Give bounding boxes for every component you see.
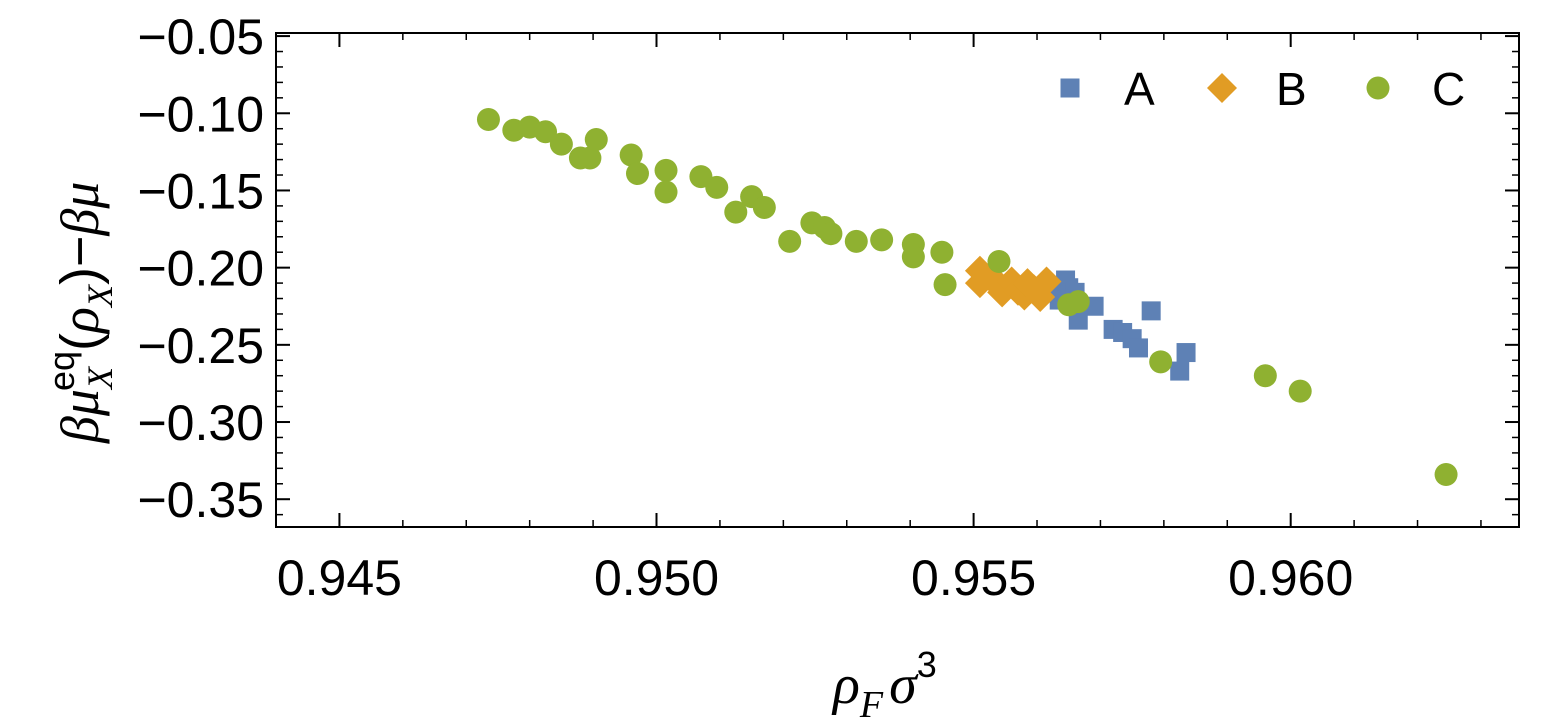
data-point-a xyxy=(1141,301,1161,321)
data-point-c xyxy=(1066,290,1090,314)
y-tick-label: −0.25 xyxy=(137,318,264,374)
tick-labels: 0.945 0.950 0.955 0.960 −0.05 −0.10 −0.15 −0.20… xyxy=(137,9,1353,606)
legend-label-c: C xyxy=(1432,63,1465,115)
legend-marker-c xyxy=(1366,76,1390,100)
legend-marker-b xyxy=(1207,73,1237,103)
data-point-c xyxy=(724,200,748,224)
data-point-c xyxy=(476,107,500,131)
y-tick-label: −0.20 xyxy=(137,241,264,297)
data-point-c xyxy=(654,158,678,182)
data-point-a xyxy=(1176,343,1196,363)
series-c xyxy=(476,107,1458,487)
data-point-c xyxy=(1434,463,1458,487)
data-point-c xyxy=(1288,379,1312,403)
x-tick-label: 0.960 xyxy=(1228,550,1353,606)
data-point-b xyxy=(1031,266,1062,297)
y-tick-label: −0.30 xyxy=(137,395,264,451)
y-axis-label: βμXeq(ρX)−βμ xyxy=(41,182,120,444)
data-point-c xyxy=(1253,364,1277,388)
legend-label-a: A xyxy=(1124,63,1155,115)
x-tick-label: 0.955 xyxy=(911,550,1036,606)
axis-ticks xyxy=(275,33,1519,527)
data-point-a xyxy=(1068,310,1088,330)
data-point-c xyxy=(933,273,957,297)
data-point-c xyxy=(901,245,925,269)
data-point-c xyxy=(584,128,608,152)
y-tick-label: −0.10 xyxy=(137,86,264,142)
data-point-c xyxy=(654,180,678,204)
data-points xyxy=(476,107,1458,487)
data-point-c xyxy=(987,249,1011,273)
data-point-c xyxy=(534,120,558,144)
data-point-c xyxy=(1149,350,1173,374)
x-tick-label: 0.950 xyxy=(594,550,719,606)
data-point-c xyxy=(619,143,643,167)
y-tick-label: −0.35 xyxy=(137,472,264,528)
data-point-a xyxy=(1170,361,1190,381)
data-point-c xyxy=(625,161,649,185)
x-tick-label: 0.945 xyxy=(277,550,402,606)
legend-label-b: B xyxy=(1276,63,1307,115)
y-tick-label: −0.05 xyxy=(137,9,264,65)
series-a xyxy=(1043,270,1196,381)
data-point-c xyxy=(549,132,573,156)
data-point-c xyxy=(578,146,602,170)
legend-marker-a xyxy=(1060,78,1080,98)
data-point-c xyxy=(819,222,843,246)
legend: A B C xyxy=(1060,63,1465,115)
y-tick-label: −0.15 xyxy=(137,163,264,219)
data-point-c xyxy=(752,195,776,219)
data-point-c xyxy=(778,229,802,253)
data-point-c xyxy=(930,240,954,264)
data-point-c xyxy=(870,228,894,252)
plot-frame xyxy=(275,32,1520,528)
data-point-c xyxy=(844,229,868,253)
series-b xyxy=(964,255,1062,312)
data-point-c xyxy=(705,175,729,199)
data-point-a xyxy=(1128,338,1148,358)
